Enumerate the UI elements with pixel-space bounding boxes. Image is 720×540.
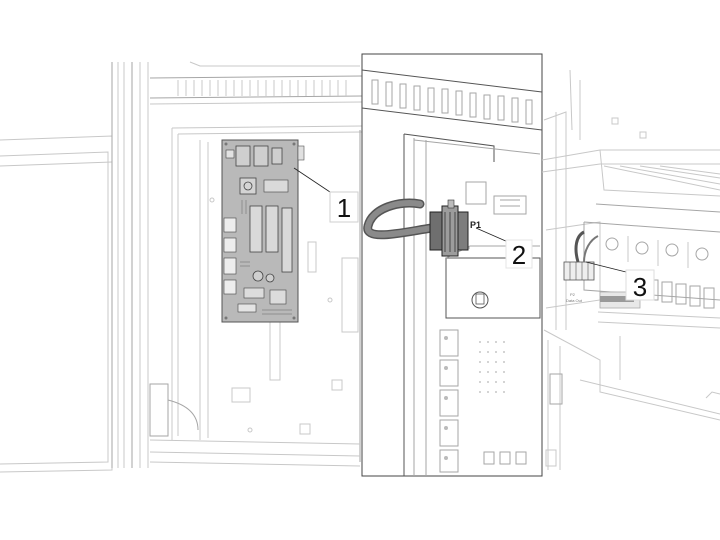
- left-cabinet: [0, 61, 363, 473]
- plug-connector: [429, 199, 469, 257]
- callout-2-number: 2: [512, 240, 526, 270]
- ribbon-cable: [363, 198, 437, 240]
- leader-lines: [293, 167, 627, 273]
- callout-3: 3: [625, 269, 655, 302]
- control-board: [221, 139, 305, 323]
- callout-1-number: 1: [337, 193, 351, 223]
- p1-label: P1: [470, 220, 481, 230]
- svg-text:Data Out: Data Out: [566, 298, 583, 303]
- svg-text:P2: P2: [570, 292, 576, 297]
- callout-3-number: 3: [633, 272, 647, 302]
- callout-2: 2: [505, 239, 533, 270]
- right-cabinet: P2 Data Out: [541, 69, 720, 470]
- callout-1: 1: [329, 191, 359, 223]
